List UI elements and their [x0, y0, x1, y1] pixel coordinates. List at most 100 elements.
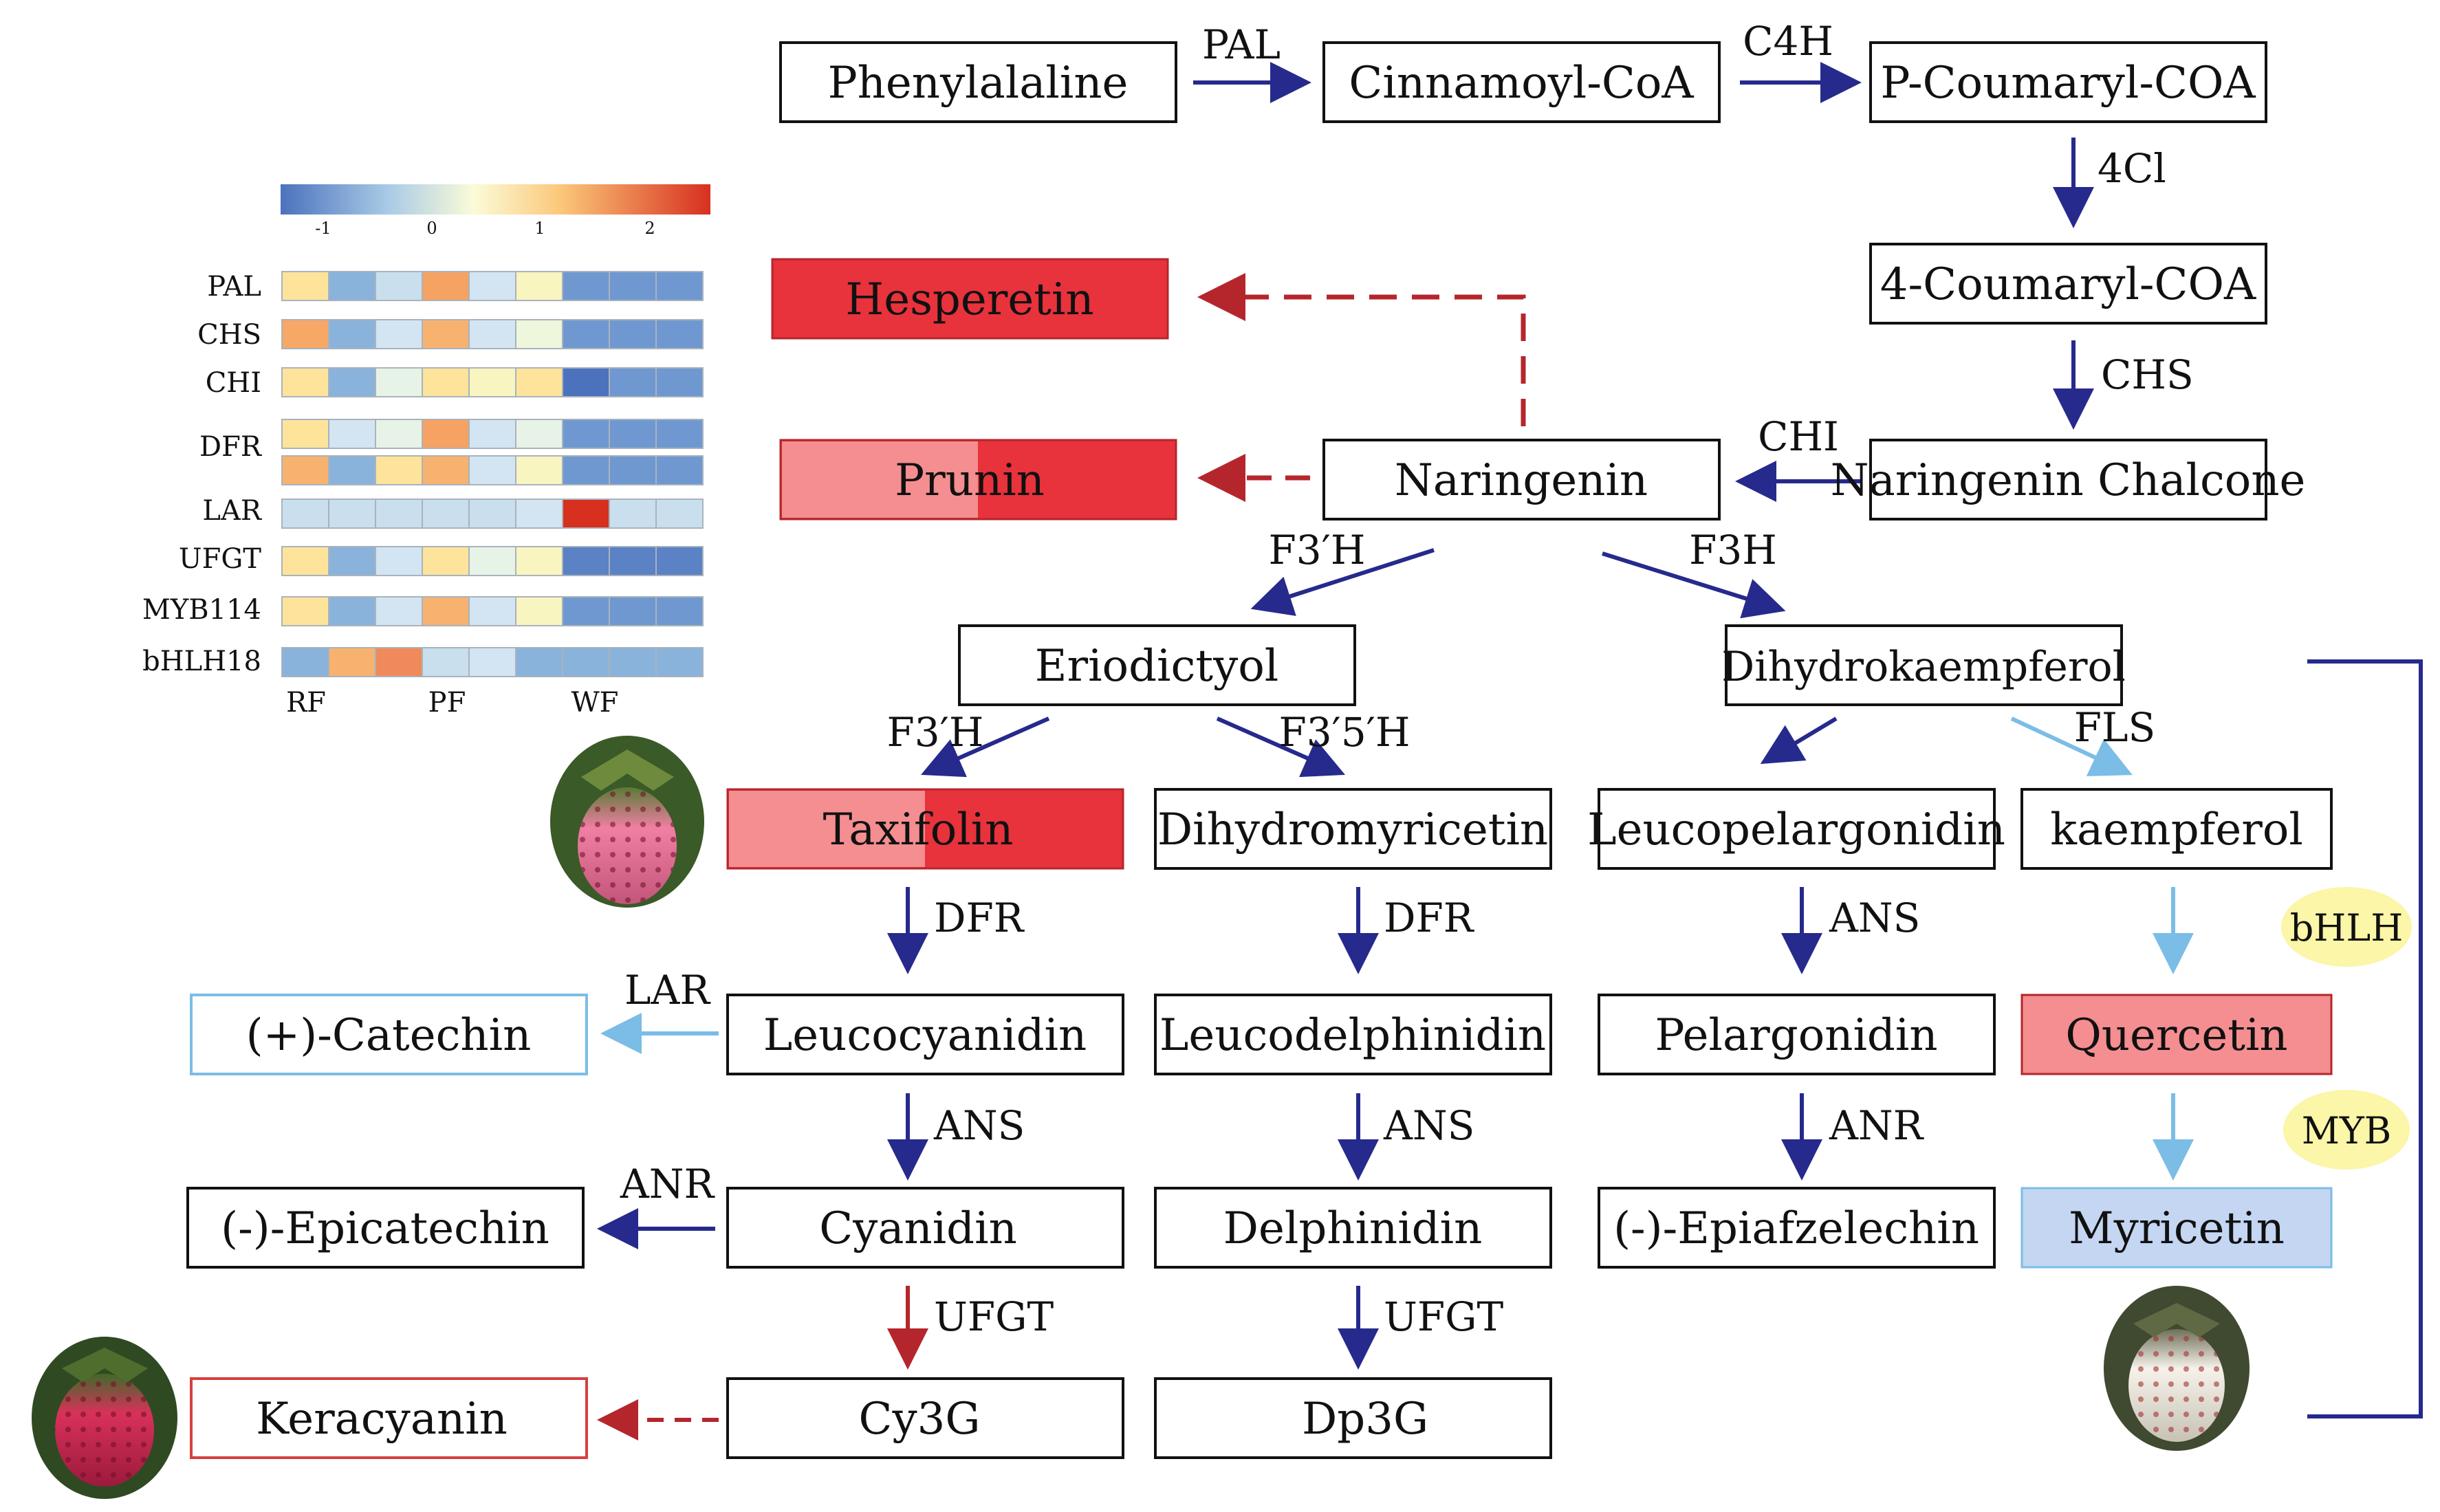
- node-label: (-)-Epicatechin: [221, 1203, 549, 1254]
- enzyme-labels: PAL C4H 4Cl CHS CHI F3′H F3H F3′H F3′5′H…: [620, 18, 2194, 1340]
- group-label: RF: [286, 687, 326, 719]
- heatmap-cell: [515, 546, 563, 576]
- heatmap-cell: [375, 319, 423, 349]
- node-4-coumaryl-coa: 4-Coumaryl-COA: [1869, 243, 2267, 325]
- heatmap-cell: [609, 271, 657, 301]
- enzyme-label: F3′5′H: [1279, 709, 1410, 756]
- group-label: WF: [571, 687, 619, 719]
- node-label: Hesperetin: [845, 274, 1093, 325]
- gene-label: CHI: [206, 367, 261, 399]
- enzyme-label: F3′H: [1269, 527, 1366, 573]
- node-label: P-Coumaryl-COA: [1880, 58, 2256, 109]
- node-label: Leucodelphinidin: [1159, 1010, 1546, 1061]
- node-label: Prunin: [895, 455, 1045, 506]
- enzyme-label: PAL: [1202, 21, 1281, 68]
- arrow-f3ph-eriodictyol: [1250, 548, 1435, 616]
- heatmap-cell: [655, 498, 704, 529]
- node-label: Phenylalaline: [828, 58, 1129, 109]
- tf-label: MYB: [2302, 1109, 2392, 1152]
- heatmap-cell: [281, 367, 329, 397]
- scale-tick: 0: [426, 219, 437, 238]
- tf-label: bHLH: [2290, 906, 2404, 950]
- node-label: (+)-Catechin: [246, 1010, 532, 1061]
- node-pelargonidin: Pelargonidin: [1598, 994, 1996, 1075]
- heatmap-cell: [422, 271, 470, 301]
- node-label: Dp3G: [1302, 1394, 1428, 1445]
- heatmap-cell: [328, 319, 376, 349]
- heatmap-gene-labels: PAL CHS CHI DFR LAR UFGT MYB114 bHLH18: [142, 271, 263, 677]
- heatmap-color-scale: -1 0 1 2: [281, 184, 710, 238]
- node-label: Pelargonidin: [1655, 1010, 1937, 1061]
- heatmap-cell: [468, 319, 516, 349]
- heatmap-cell: [562, 647, 610, 677]
- heatmap-cell: [562, 455, 610, 485]
- enzyme-label: UFGT: [934, 1293, 1054, 1340]
- heatmap-cell: [422, 455, 470, 485]
- heatmap-cell: [375, 419, 423, 449]
- heatmap-cell: [468, 647, 516, 677]
- heatmap-cell: [562, 596, 610, 626]
- arrow-f3ph-taxifolin: [921, 716, 1050, 778]
- heatmap-cell: [468, 596, 516, 626]
- node-myricetin: Myricetin: [2020, 1187, 2333, 1269]
- arrow-hesperetin: [1197, 273, 1526, 426]
- heatmap-cell: [281, 271, 329, 301]
- enzyme-label: F3H: [1689, 527, 1777, 573]
- heatmap-cell: [375, 455, 423, 485]
- node-taxifolin: Taxifolin: [726, 788, 1124, 870]
- tf-myb: MYB: [2283, 1090, 2410, 1170]
- node-dp3g: Dp3G: [1154, 1377, 1552, 1459]
- heatmap-cell: [655, 419, 704, 449]
- node-quercetin: Quercetin: [2020, 994, 2333, 1075]
- enzyme-label: UFGT: [1384, 1293, 1503, 1340]
- heatmap-group-labels: RF PF WF: [286, 687, 618, 719]
- node-catechin: (+)-Catechin: [190, 994, 588, 1075]
- node-kaempferol: kaempferol: [2020, 788, 2333, 870]
- heatmap-cell: [281, 498, 329, 529]
- enzyme-label: C4H: [1743, 18, 1833, 65]
- heatmap-cell: [562, 419, 610, 449]
- node-label: Naringenin Chalcone: [1831, 455, 2306, 506]
- heatmap-cell: [281, 546, 329, 576]
- node-phenylalaline: Phenylalaline: [779, 41, 1177, 123]
- enzyme-label: F3′H: [887, 709, 984, 756]
- node-label: Keracyanin: [256, 1394, 508, 1445]
- heatmap-cell: [515, 419, 563, 449]
- heatmap-cell: [328, 546, 376, 576]
- heatmap-cell: [422, 319, 470, 349]
- heatmap-cell: [609, 647, 657, 677]
- node-dihydromyricetin: Dihydromyricetin: [1154, 788, 1552, 870]
- heatmap-cell: [375, 546, 423, 576]
- enzyme-label: DFR: [1384, 895, 1475, 941]
- heatmap-cell: [468, 455, 516, 485]
- heatmap-cell: [515, 455, 563, 485]
- heatmap-cell: [422, 546, 470, 576]
- gene-label: LAR: [202, 495, 262, 527]
- enzyme-label: ANS: [1383, 1102, 1474, 1149]
- heatmap-cell: [562, 367, 610, 397]
- node-leucocyanidin: Leucocyanidin: [726, 994, 1124, 1075]
- heatmap-cell: [375, 271, 423, 301]
- red-fruit-photo: [32, 1337, 177, 1499]
- heatmap-cell: [562, 319, 610, 349]
- heatmap-cell: [515, 367, 563, 397]
- enzyme-label: FLS: [2074, 704, 2156, 751]
- tf-bhlh: bHLH: [2281, 887, 2412, 967]
- node-label: 4-Coumaryl-COA: [1880, 259, 2256, 310]
- heatmap-cell: [655, 596, 704, 626]
- heatmap-cell: [375, 647, 423, 677]
- node-p-coumaryl-coa: P-Coumaryl-COA: [1869, 41, 2267, 123]
- node-naringenin-chalcone: Naringenin Chalcone: [1831, 439, 2306, 521]
- node-label: Leucocyanidin: [763, 1010, 1087, 1061]
- enzyme-label: 4Cl: [2098, 145, 2166, 192]
- node-epicatechin: (-)-Epicatechin: [186, 1187, 585, 1269]
- heatmap-cell: [375, 367, 423, 397]
- node-keracyanin: Keracyanin: [190, 1377, 588, 1459]
- heatmap-cell: [655, 271, 704, 301]
- heatmap-cell: [609, 498, 657, 529]
- node-label: Myricetin: [2069, 1203, 2285, 1254]
- heatmap-cell: [281, 455, 329, 485]
- white-fruit-photo: [2104, 1286, 2250, 1451]
- heatmap-cell: [609, 319, 657, 349]
- node-leucopelargonidin: Leucopelargonidin: [1587, 788, 2005, 870]
